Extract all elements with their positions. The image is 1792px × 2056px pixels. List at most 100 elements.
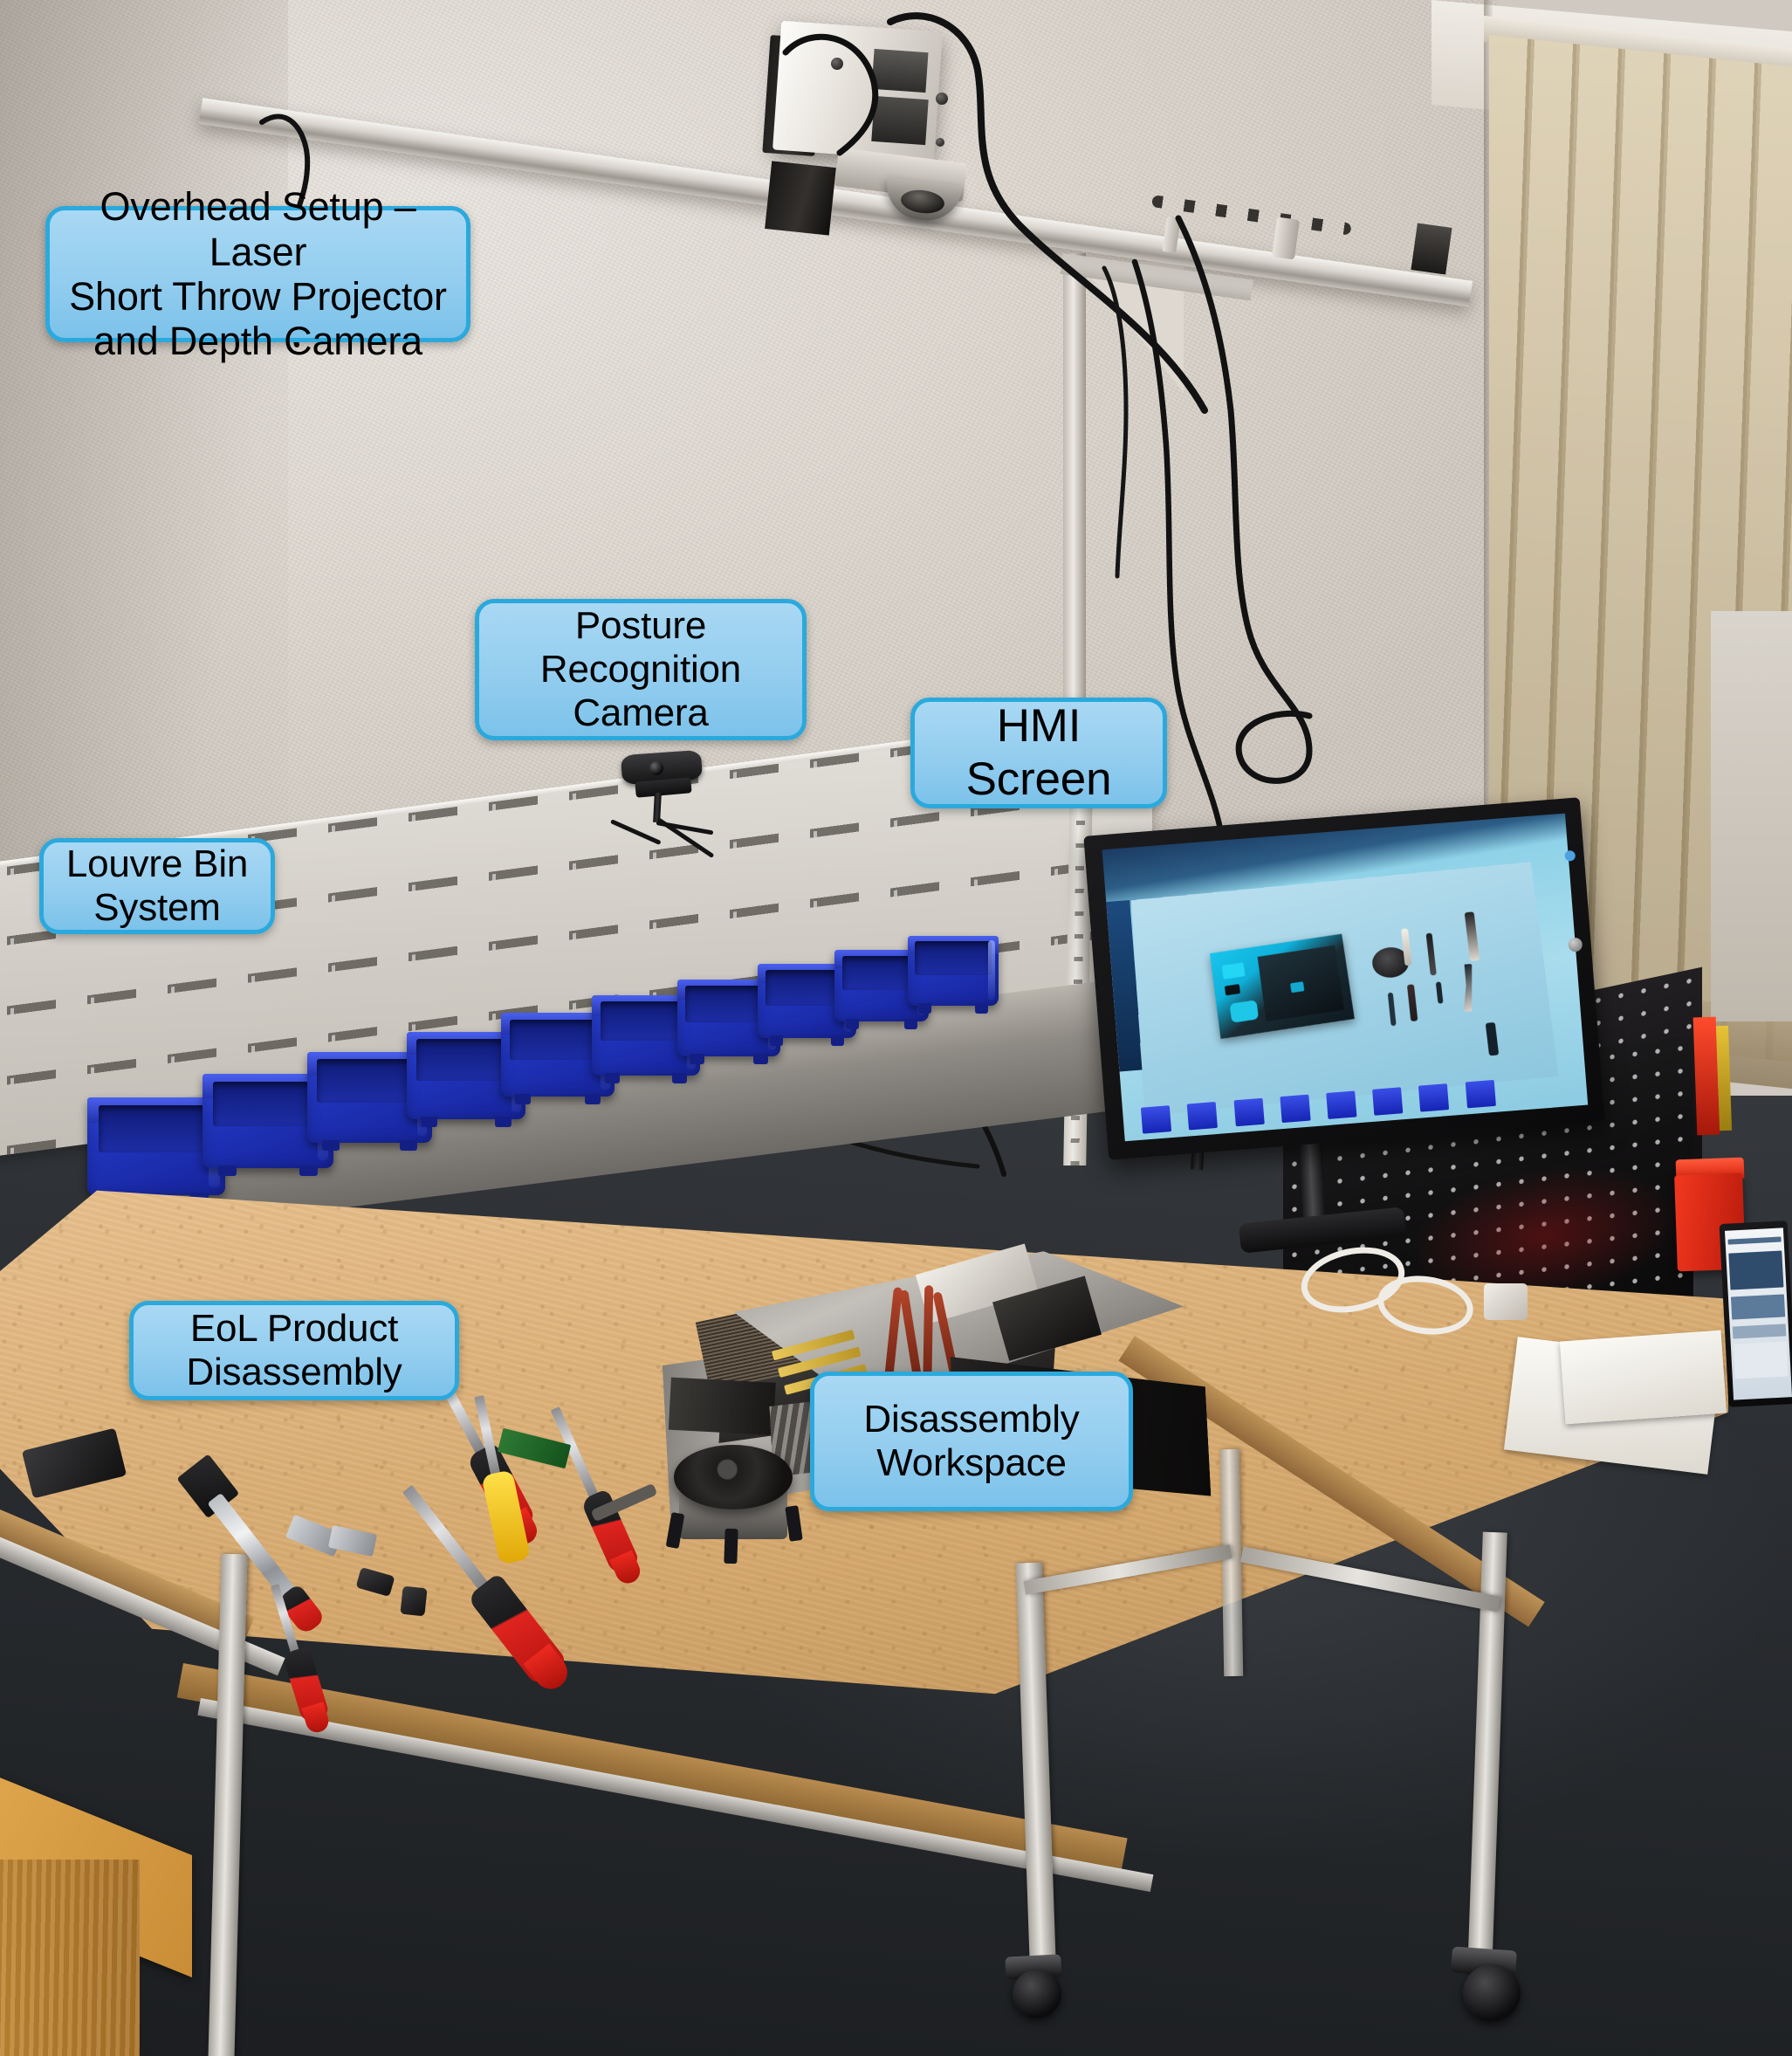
screen-wrench — [1458, 963, 1477, 1012]
callout-eol-product-disassembly: EoL Product Disassembly — [129, 1301, 459, 1400]
pc-cable — [883, 1287, 903, 1384]
paper-document — [1559, 1330, 1727, 1425]
callout-line: Workspace — [876, 1441, 1067, 1484]
callout-line: Overhead Setup – Laser — [100, 184, 416, 274]
screen-bin — [1465, 1080, 1496, 1109]
callout-disassembly-workspace: Disassembly Workspace — [810, 1372, 1133, 1511]
screen-tool — [1464, 911, 1480, 961]
bin-foot — [845, 1019, 860, 1029]
callout-line: Screen — [965, 753, 1112, 805]
projector-black-mount — [765, 161, 836, 236]
cooler-fan — [674, 1445, 793, 1509]
screen-bin — [1418, 1083, 1450, 1112]
callout-line: System — [93, 886, 221, 929]
bin-foot — [769, 1035, 784, 1046]
ui-panel — [1730, 1294, 1786, 1320]
screen-pc-tower — [1209, 933, 1355, 1039]
callout-posture-camera: Posture Recognition Camera — [475, 599, 807, 740]
bin-foot — [421, 1117, 438, 1127]
screen-bench-surface — [1130, 861, 1559, 1116]
callout-line: Louvre Bin — [65, 842, 249, 885]
hmi-screen-content[interactable] — [1102, 813, 1589, 1142]
callout-line: Camera — [573, 691, 709, 735]
bin-foot — [918, 1003, 932, 1014]
bin-foot — [494, 1117, 512, 1127]
callout-line: HMI — [996, 700, 1081, 753]
bin-opening — [317, 1059, 422, 1104]
bin-opening — [415, 1039, 517, 1081]
bin-foot — [514, 1094, 531, 1104]
projector-bolt — [936, 93, 948, 105]
projector-label-plate-2 — [871, 95, 929, 146]
bin-opening — [98, 1104, 215, 1152]
bin-foot — [753, 1054, 768, 1064]
screen-chip — [1224, 983, 1240, 995]
pc-cable — [923, 1285, 934, 1384]
bin-foot — [322, 1140, 340, 1151]
bin-foot — [903, 1019, 918, 1029]
bin-foot — [399, 1140, 417, 1151]
bin-foot — [830, 1035, 845, 1046]
cooler-mount-leg — [724, 1528, 738, 1564]
screen-bin — [1233, 1097, 1265, 1127]
callout-hmi-screen: HMI Screen — [910, 698, 1167, 808]
ui-panel — [1728, 1250, 1784, 1290]
screen-bin — [1280, 1094, 1311, 1124]
screen-bin — [1326, 1090, 1357, 1120]
pc-cable — [899, 1289, 923, 1381]
ui-panel — [1732, 1324, 1787, 1339]
wood-grain — [0, 1860, 140, 2056]
wall-corner — [1484, 0, 1493, 1030]
screen-tool — [1435, 980, 1444, 1004]
screen-tool — [1406, 983, 1418, 1021]
screen-tool — [1425, 932, 1437, 976]
screen-bin — [1372, 1087, 1404, 1117]
caster-wheel — [1013, 1970, 1061, 2018]
bin-foot — [690, 1054, 704, 1064]
callout-overhead-setup: Overhead Setup – Laser Short Throw Proje… — [45, 184, 470, 363]
screen-bin — [1141, 1105, 1172, 1134]
caster-wheel — [1463, 1964, 1521, 2022]
black-bit — [400, 1585, 428, 1617]
callout-line: Posture — [574, 603, 707, 647]
pc-io-panel — [668, 1377, 776, 1435]
bin-opening — [915, 941, 992, 975]
bin-opening — [600, 1001, 692, 1041]
callout-line: and Depth Camera — [93, 319, 422, 364]
bin-highlight — [987, 939, 995, 1000]
bin-foot — [585, 1094, 601, 1104]
screen-tool — [1485, 1021, 1500, 1056]
screen-chip — [1221, 961, 1245, 979]
ui-panel — [1733, 1341, 1789, 1379]
bin-foot — [218, 1166, 237, 1176]
secondary-monitor[interactable] — [1719, 1221, 1792, 1407]
right-wall-strip — [1711, 611, 1792, 1021]
callout-louvre-bin-system: Louvre Bin System — [39, 838, 275, 934]
cpu-cooler — [663, 1445, 803, 1564]
boom-end-cap — [1411, 223, 1452, 275]
cooler-mount-leg — [785, 1505, 803, 1542]
callout-line: Recognition — [539, 647, 742, 691]
secondary-monitor-screen — [1724, 1227, 1792, 1400]
callout-line: EoL Product — [189, 1306, 399, 1350]
projector-bolt — [936, 138, 944, 147]
cooler-mount-leg — [665, 1512, 685, 1549]
screen-bin — [1187, 1102, 1219, 1131]
screen-chip — [1229, 1000, 1260, 1023]
bin-opening — [213, 1081, 323, 1127]
callout-line: Disassembly — [863, 1397, 1080, 1441]
bench-leg — [1219, 1448, 1244, 1677]
callout-line: Disassembly — [186, 1351, 402, 1393]
screwdriver-shaft — [270, 1584, 300, 1657]
screwdriver-shaft — [474, 1395, 502, 1480]
bin-foot — [299, 1166, 318, 1176]
projector-label-plate — [871, 48, 929, 93]
louvre-bin[interactable] — [908, 936, 999, 1014]
screen-tool — [1386, 992, 1397, 1026]
bin-foot — [671, 1073, 688, 1083]
screen-chip — [1288, 980, 1304, 994]
bin-opening — [510, 1019, 606, 1060]
ui-bar — [1727, 1236, 1782, 1245]
hmi-monitor[interactable] — [1083, 797, 1605, 1160]
